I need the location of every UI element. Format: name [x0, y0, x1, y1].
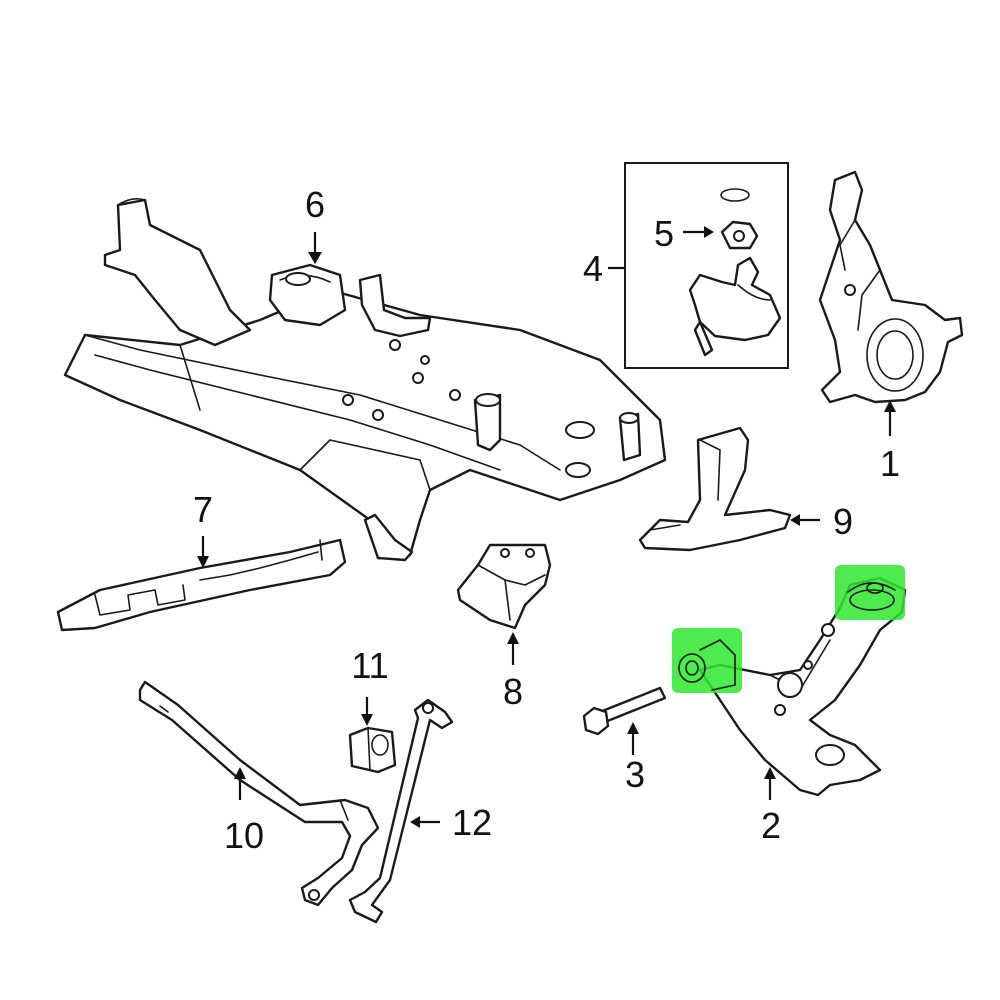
- callout-5: 5: [654, 213, 674, 254]
- bracket-part-7: [56, 538, 347, 632]
- callout-10: 10: [224, 815, 264, 856]
- callout-4: 4: [583, 248, 603, 289]
- bushing-part-11: [348, 726, 397, 774]
- rear-bushing-highlight: [835, 565, 905, 620]
- front-bushing-highlight: [672, 628, 742, 693]
- ball-joint-kit-part-4: [624, 162, 789, 369]
- bolt-part-3: [582, 686, 667, 736]
- callout-12: 12: [452, 802, 492, 843]
- crossmember-part-6: [63, 198, 667, 562]
- brace-part-9: [638, 426, 792, 552]
- callout-1: 1: [880, 443, 900, 484]
- callout-arrows: [197, 226, 896, 828]
- callout-9: 9: [833, 501, 853, 542]
- mount-part-8: [456, 543, 552, 630]
- knuckle-part-1: [818, 170, 964, 404]
- stabilizer-link-part-12: [348, 698, 454, 924]
- callout-7: 7: [193, 489, 213, 530]
- callout-6: 6: [305, 184, 325, 225]
- callout-11: 11: [351, 645, 388, 686]
- callout-3: 3: [625, 754, 645, 795]
- callout-8: 8: [503, 671, 523, 712]
- stabilizer-bar-part-10: [138, 680, 380, 907]
- callout-2: 2: [761, 805, 781, 846]
- control-arm-part-2: [698, 576, 907, 797]
